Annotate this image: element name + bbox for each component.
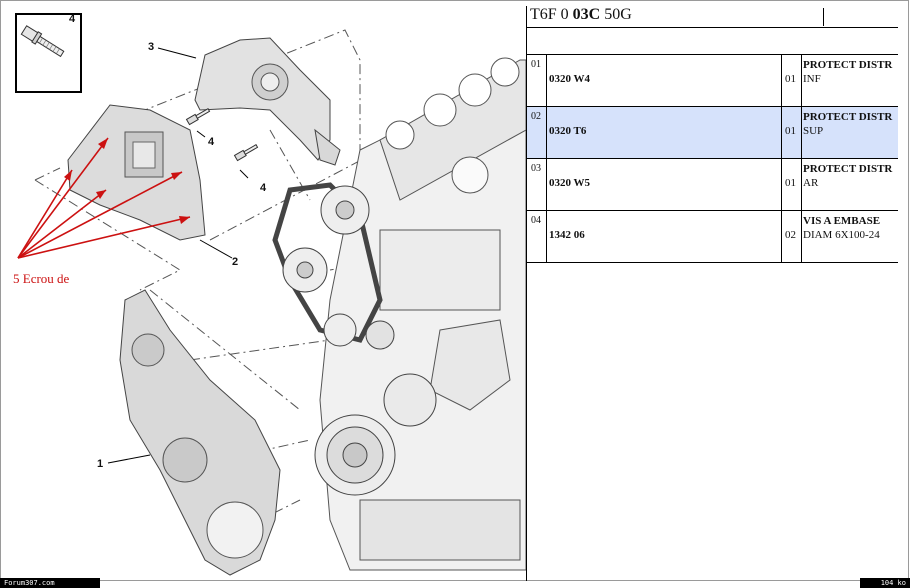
row-index: 01 [531,59,541,70]
upper-cover-part [194,37,331,161]
table-row[interactable]: 03 0320 W5 01 PROTECT DISTR AR [527,159,898,211]
small-screw-icon [233,144,259,162]
table-row[interactable]: 01 0320 W4 01 PROTECT DISTR INF [527,55,898,107]
part-reference: 0320 T6 [549,125,587,137]
callout-upper-cover: 3 [148,41,155,53]
part-detail: SUP [803,125,824,137]
callout-screw-a: 4 [208,136,215,148]
part-name: PROTECT DISTR [803,163,893,175]
callout-leaders [107,47,249,464]
row-index: 02 [531,111,541,122]
red-arrowheads [64,138,190,224]
header-rule [527,27,898,28]
part-quantity: 01 [785,73,796,85]
bolt-icon [20,25,65,58]
exploded-diagram: 4 3 4 4 2 1 5 Ecrou de [13,13,527,576]
engine-diagram-svg [15,13,527,576]
diagram-code: T6F 0 03C 50G [530,6,632,23]
callout-lower-cover: 1 [97,458,104,470]
part-reference: 1342 06 [549,229,585,241]
crank-sprocket [323,313,357,347]
parts-table: 01 0320 W4 01 PROTECT DISTR INF 02 0320 … [527,55,898,263]
red-arrows [17,137,191,259]
part-name: VIS A EMBASE [803,215,881,227]
status-size-label: 104 ko [880,579,906,587]
callout-screw-b: 4 [260,182,267,194]
part-detail: AR [803,177,819,189]
small-screw-icon [185,108,211,126]
row-index: 04 [531,215,541,226]
panel-divider [526,6,527,581]
part-quantity: 01 [785,177,796,189]
table-row[interactable]: 04 1342 06 02 VIS A EMBASE DIAM 6X100-24 [527,211,898,263]
part-quantity: 02 [785,229,796,241]
water-pump [383,373,437,427]
part-detail: INF [803,73,821,85]
status-bar: Forum307.com 104 ko [0,578,910,588]
table-top-rule [527,54,898,55]
diagram-code-header: T6F 0 03C 50G [528,6,898,28]
tensioner-pulley [365,320,395,350]
table-row-selected[interactable]: 02 0320 T6 01 PROTECT DISTR SUP [527,107,898,159]
part-name: PROTECT DISTR [803,111,893,123]
part-detail: DIAM 6X100-24 [803,229,880,241]
row-index: 03 [531,163,541,174]
bolt-inset-box [15,13,82,93]
callout-middle-cover: 2 [232,256,239,268]
part-reference: 0320 W5 [549,177,591,189]
part-quantity: 01 [785,125,796,137]
part-reference: 0320 W4 [549,73,591,85]
red-annotation-label: 5 Ecrou de [13,271,70,286]
status-site-label: Forum307.com [4,579,55,587]
callout-bolt-box: 4 [69,13,76,25]
header-separator [823,8,824,26]
part-name: PROTECT DISTR [803,59,893,71]
